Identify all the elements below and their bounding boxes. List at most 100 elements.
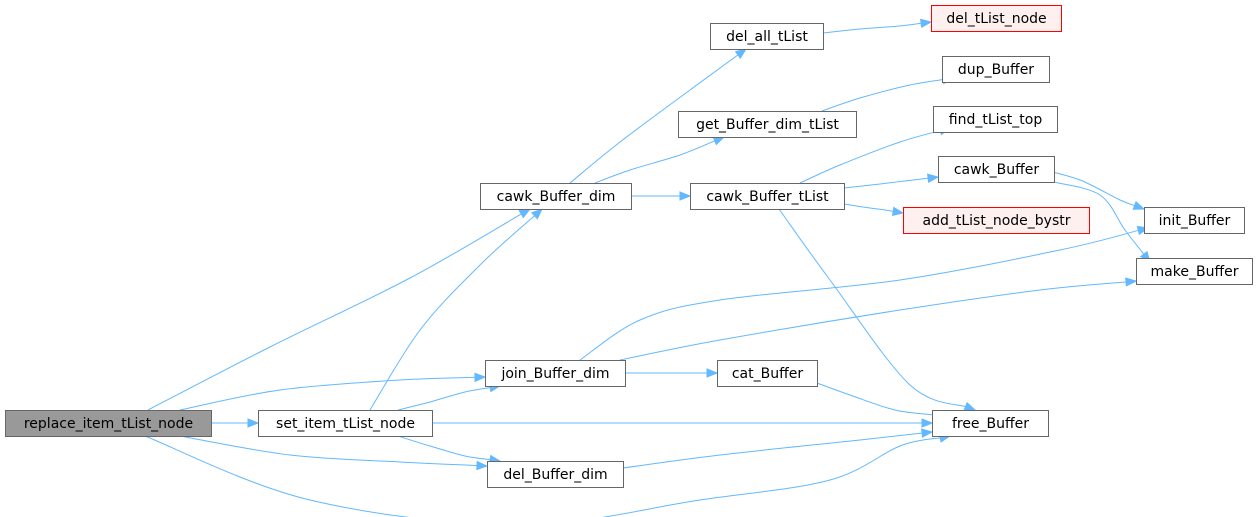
edge-line [822, 22, 924, 34]
node-label: set_item_tList_node [276, 416, 415, 432]
edge-arrowhead [1125, 277, 1138, 287]
edge-line [821, 78, 946, 112]
edge-line [622, 432, 925, 469]
node-add-tlist-node-bystr[interactable]: add_tList_node_bystr [903, 207, 1090, 234]
edge-arrowhead [734, 48, 748, 59]
node-box[interactable] [717, 360, 818, 387]
edge-join-buffer-dim-to-make-buffer [619, 277, 1138, 361]
node-init-buffer[interactable]: init_Buffer [1144, 207, 1245, 234]
edge-arrowhead [706, 368, 719, 378]
node-cat-buffer[interactable]: cat_Buffer [717, 360, 818, 387]
node-label: cawk_Buffer [954, 162, 1040, 178]
edge-line [147, 212, 524, 411]
edge-cawk-buffer-to-init-buffer [1039, 168, 1146, 210]
node-cawk-buffer[interactable]: cawk_Buffer [938, 156, 1055, 183]
node-cawk-buffer-dim[interactable]: cawk_Buffer_dim [480, 183, 632, 210]
edge-arrowhead [921, 428, 934, 438]
node-box[interactable] [1136, 258, 1253, 285]
edge-arrowhead [474, 372, 487, 383]
edge-cawk-buffer-tlist-to-add-tlist-node-bystr [843, 203, 905, 216]
node-replace-item-tlist-node[interactable]: replace_item_tList_node [5, 410, 212, 437]
edge-replace-item-tlist-node-to-cawk-buffer-dim [147, 208, 532, 411]
node-box[interactable] [710, 23, 824, 50]
node-set-item-tlist-node[interactable]: set_item_tList_node [258, 410, 433, 437]
edge-arrowhead [920, 18, 933, 28]
edge-line [144, 435, 943, 517]
edge-line [397, 435, 493, 461]
edges-layer [144, 18, 1151, 517]
edge-line [799, 129, 943, 184]
edge-join-buffer-dim-to-cat-buffer [625, 368, 719, 378]
node-label: init_Buffer [1159, 213, 1231, 229]
node-box[interactable] [903, 207, 1090, 234]
edge-arrowhead [927, 173, 940, 183]
edge-line [778, 208, 968, 408]
edge-replace-item-tlist-node-to-del-buffer-dim [179, 435, 489, 471]
edge-cawk-buffer-tlist-to-cawk-buffer [843, 173, 940, 189]
node-label: replace_item_tList_node [24, 416, 193, 432]
node-get-buffer-dim-tlist[interactable]: get_Buffer_dim_tList [678, 111, 857, 138]
node-cawk-buffer-tlist[interactable]: cawk_Buffer_tList [690, 183, 845, 210]
node-box[interactable] [932, 410, 1049, 437]
edge-line [397, 386, 493, 411]
node-label: free_Buffer [952, 416, 1029, 432]
edge-cat-buffer-to-free-buffer [816, 382, 945, 420]
edge-arrowhead [963, 401, 977, 411]
node-label: del_tList_node [946, 11, 1046, 27]
edge-line [1053, 181, 1146, 257]
node-box[interactable] [1144, 207, 1245, 234]
node-box[interactable] [487, 461, 624, 488]
node-label: cat_Buffer [732, 366, 804, 382]
edge-line [816, 382, 936, 416]
node-box[interactable] [942, 56, 1050, 83]
edge-set-item-tlist-node-to-free-buffer [432, 418, 934, 428]
node-label: cawk_Buffer_tList [706, 189, 829, 205]
node-box[interactable] [485, 360, 626, 387]
edge-arrowhead [1132, 200, 1146, 210]
edge-cawk-buffer-dim-to-del-all-tlist [569, 48, 748, 184]
edge-replace-item-tlist-node-to-join-buffer-dim [179, 372, 487, 411]
node-label: get_Buffer_dim_tList [696, 117, 839, 133]
edge-replace-item-tlist-node-to-set-item-tlist-node [211, 418, 260, 428]
node-box[interactable] [678, 111, 857, 138]
node-box[interactable] [258, 410, 433, 437]
node-make-buffer[interactable]: make_Buffer [1136, 258, 1253, 285]
node-del-all-tlist[interactable]: del_all_tList [710, 23, 824, 50]
edge-line [594, 139, 717, 184]
node-label: cawk_Buffer_dim [497, 189, 616, 205]
edge-set-item-tlist-node-to-join-buffer-dim [397, 383, 502, 411]
edge-line [579, 229, 1141, 361]
edge-line [179, 435, 480, 467]
node-box[interactable] [690, 183, 845, 210]
edge-arrowhead [921, 418, 934, 428]
edge-arrowhead [712, 136, 726, 146]
node-del-tlist-node[interactable]: del_tList_node [931, 5, 1062, 32]
edge-arrowhead [476, 460, 489, 471]
node-box[interactable] [938, 156, 1055, 183]
node-free-buffer[interactable]: free_Buffer [932, 410, 1049, 437]
node-label: join_Buffer_dim [500, 366, 609, 382]
node-label: del_all_tList [726, 29, 808, 45]
edge-arrowhead [531, 208, 543, 220]
node-label: add_tList_node_bystr [923, 213, 1071, 229]
node-dup-buffer[interactable]: dup_Buffer [942, 56, 1050, 83]
node-box[interactable] [933, 106, 1058, 133]
node-label: dup_Buffer [958, 62, 1034, 78]
edge-line [619, 281, 1129, 361]
edge-arrowhead [679, 191, 692, 201]
node-label: find_tList_top [949, 112, 1043, 128]
node-find-tlist-top[interactable]: find_tList_top [933, 106, 1058, 133]
edge-del-all-tlist-to-del-tlist-node [822, 18, 933, 34]
edge-line [369, 213, 537, 411]
edge-set-item-tlist-node-to-del-buffer-dim [397, 435, 502, 465]
node-del-buffer-dim[interactable]: del_Buffer_dim [487, 461, 624, 488]
node-box[interactable] [480, 183, 632, 210]
node-box[interactable] [931, 5, 1062, 32]
edge-line [843, 203, 896, 213]
node-label: make_Buffer [1151, 264, 1239, 280]
edge-arrowhead [518, 208, 532, 219]
node-box[interactable] [5, 410, 212, 437]
node-join-buffer-dim[interactable]: join_Buffer_dim [485, 360, 626, 387]
edge-get-buffer-dim-tlist-to-dup-buffer [821, 75, 955, 112]
